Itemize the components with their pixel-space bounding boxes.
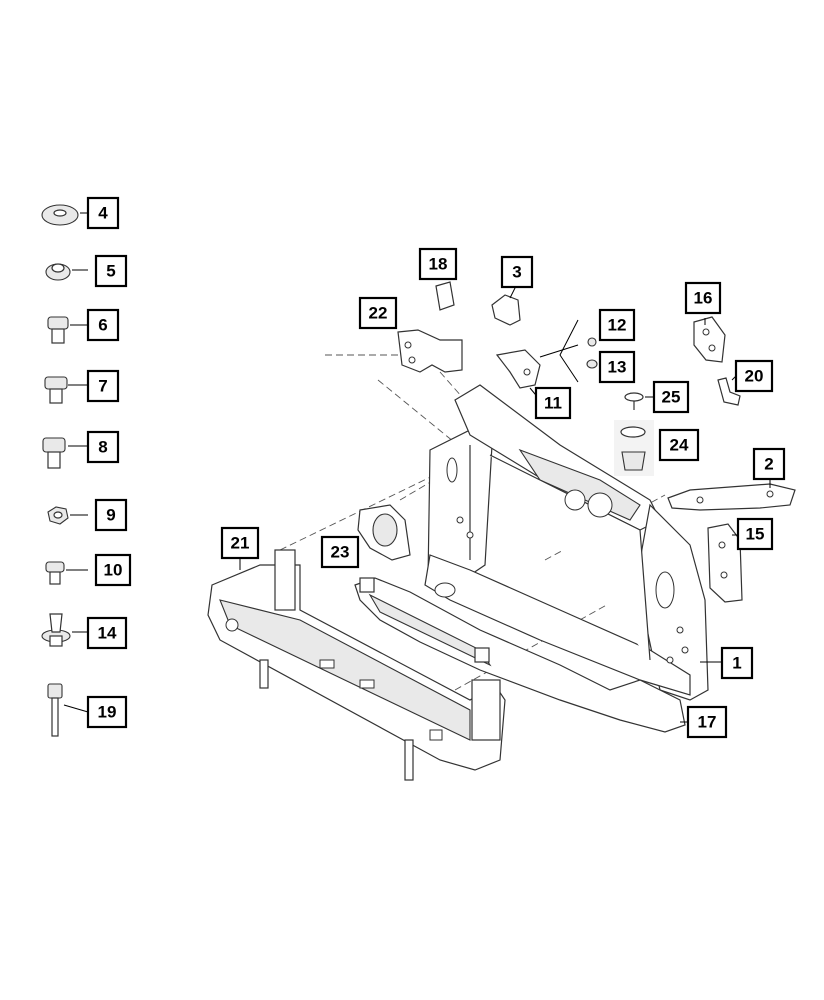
callout-24: 24 (658, 428, 700, 462)
insulator-part (614, 420, 654, 476)
screw-part (586, 359, 598, 369)
bracket-part (397, 329, 463, 373)
leader-line (63, 704, 89, 713)
callout-13: 13 (598, 350, 636, 384)
callout-1: 1 (720, 646, 754, 680)
lower-beam-part (354, 577, 686, 733)
bolt-part (47, 316, 69, 344)
svg-text:7: 7 (98, 377, 107, 396)
svg-text:10: 10 (104, 561, 123, 580)
cover-bracket-part (435, 281, 455, 311)
clip-part (587, 337, 597, 347)
callout-17: 17 (686, 705, 728, 739)
callout-8: 8 (86, 430, 120, 464)
svg-text:21: 21 (231, 534, 250, 553)
callout-12: 12 (598, 308, 636, 342)
svg-text:9: 9 (106, 506, 115, 525)
svg-text:20: 20 (745, 367, 764, 386)
callout-11: 11 (534, 386, 572, 420)
callout-3: 3 (500, 255, 534, 289)
svg-text:17: 17 (698, 713, 717, 732)
washer-part (41, 204, 79, 226)
bolt-part (42, 437, 66, 469)
bolt-part (44, 376, 68, 404)
callout-6: 6 (86, 308, 120, 342)
callout-9: 9 (94, 498, 128, 532)
mount-bracket-part (357, 504, 411, 561)
svg-text:14: 14 (98, 624, 117, 643)
callout-20: 20 (734, 359, 774, 393)
hex-nut-part (47, 506, 69, 525)
svg-text:24: 24 (670, 436, 689, 455)
clip-part (717, 377, 741, 406)
svg-text:1: 1 (732, 654, 741, 673)
flange-nut-part (45, 263, 71, 281)
svg-text:5: 5 (106, 262, 115, 281)
callout-22: 22 (358, 296, 398, 330)
svg-text:2: 2 (764, 455, 773, 474)
svg-text:13: 13 (608, 358, 627, 377)
bolt-part (45, 561, 65, 585)
svg-text:8: 8 (98, 438, 107, 457)
svg-text:15: 15 (746, 525, 765, 544)
callout-25: 25 (652, 380, 690, 414)
svg-text:12: 12 (608, 316, 627, 335)
callout-10: 10 (94, 553, 132, 587)
svg-text:23: 23 (331, 543, 350, 562)
callout-16: 16 (684, 281, 722, 315)
callout-5: 5 (94, 254, 128, 288)
callout-21: 21 (220, 526, 260, 560)
svg-text:19: 19 (98, 703, 117, 722)
leader-line (559, 319, 579, 383)
grommet-part (624, 392, 644, 410)
push-pin-part (41, 613, 71, 647)
plate-part (693, 316, 726, 363)
svg-text:11: 11 (544, 394, 562, 413)
svg-text:25: 25 (662, 388, 681, 407)
plate-part (707, 523, 743, 603)
callout-4: 4 (86, 196, 120, 230)
callout-23: 23 (320, 535, 360, 569)
bracket-part (495, 349, 541, 389)
svg-text:18: 18 (429, 255, 448, 274)
callout-14: 14 (86, 616, 128, 650)
svg-text:16: 16 (694, 289, 713, 308)
callout-2: 2 (752, 447, 786, 481)
bumper-beam-part (207, 549, 506, 781)
svg-text:3: 3 (512, 263, 521, 282)
bracket-part (667, 483, 796, 511)
svg-text:4: 4 (98, 204, 108, 223)
callout-15: 15 (736, 517, 774, 551)
radiator-support-part (424, 384, 709, 701)
callout-19: 19 (86, 695, 128, 729)
stud-part (47, 683, 63, 737)
latch-bracket-part (491, 294, 521, 326)
svg-text:22: 22 (369, 304, 388, 323)
callout-7: 7 (86, 369, 120, 403)
leader-line (539, 344, 579, 358)
callout-18: 18 (418, 247, 458, 281)
svg-text:6: 6 (98, 316, 107, 335)
